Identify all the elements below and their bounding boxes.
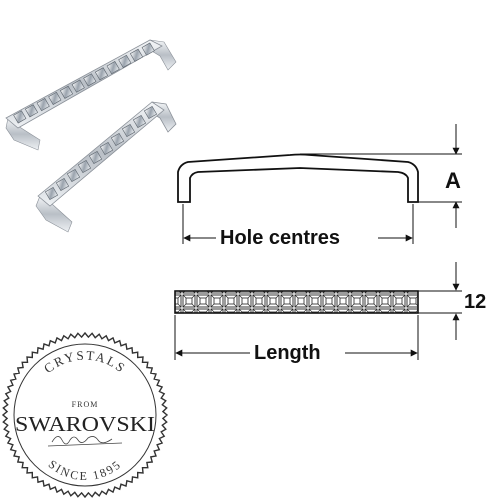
- crystal: [118, 54, 132, 68]
- dimension-length: [174, 315, 419, 360]
- swarovski-seal: CRYSTALS FROM SWAROVSKI SINCE 1895: [1, 331, 169, 499]
- seal-top-text: CRYSTALS: [41, 348, 127, 377]
- seal-from-text: FROM: [72, 400, 99, 409]
- crystal: [83, 73, 97, 87]
- dimension-a: [300, 124, 462, 228]
- crystal: [99, 141, 114, 156]
- crystal: [59, 85, 74, 99]
- dimension-12-label: 12: [464, 291, 487, 313]
- dimension-hole-centres: [182, 204, 414, 244]
- hole-centres-label: Hole centres: [218, 227, 343, 249]
- length-label: Length: [252, 342, 323, 364]
- crystal: [106, 61, 120, 75]
- crystal: [24, 104, 39, 118]
- crystal: [129, 48, 144, 62]
- crystal: [121, 123, 136, 138]
- svg-text:SINCE 1895: SINCE 1895: [46, 457, 124, 483]
- handle-top-view: [174, 290, 419, 314]
- product-photo: [5, 39, 177, 233]
- crystal: [77, 159, 92, 174]
- svg-text:CRYSTALS: CRYSTALS: [41, 348, 129, 377]
- handle-photo-top: [5, 39, 177, 151]
- seal-bottom-text: SINCE 1895: [46, 457, 122, 483]
- crystal: [88, 150, 103, 165]
- crystal: [143, 105, 158, 120]
- crystal-row-bottom: [44, 105, 158, 201]
- crystal: [44, 186, 59, 201]
- crystal: [71, 79, 85, 93]
- crystal: [94, 67, 109, 81]
- crystal: [13, 110, 27, 124]
- crystal: [132, 114, 147, 129]
- seal-signature: [47, 436, 123, 447]
- dimension-drawing: [174, 124, 462, 360]
- dimension-12: [418, 262, 462, 340]
- crystal: [110, 132, 125, 147]
- seal-brand: SWAROVSKI: [15, 412, 155, 436]
- crystal: [48, 91, 62, 105]
- crystal: [66, 168, 81, 183]
- crystal: [141, 42, 155, 56]
- dimension-a-label: A: [445, 168, 461, 193]
- handle-photo-bottom: [35, 101, 177, 233]
- crystal: [36, 98, 50, 112]
- handle-side-view: [177, 153, 419, 203]
- crystal-row-top: [13, 42, 155, 124]
- crystal: [55, 177, 70, 192]
